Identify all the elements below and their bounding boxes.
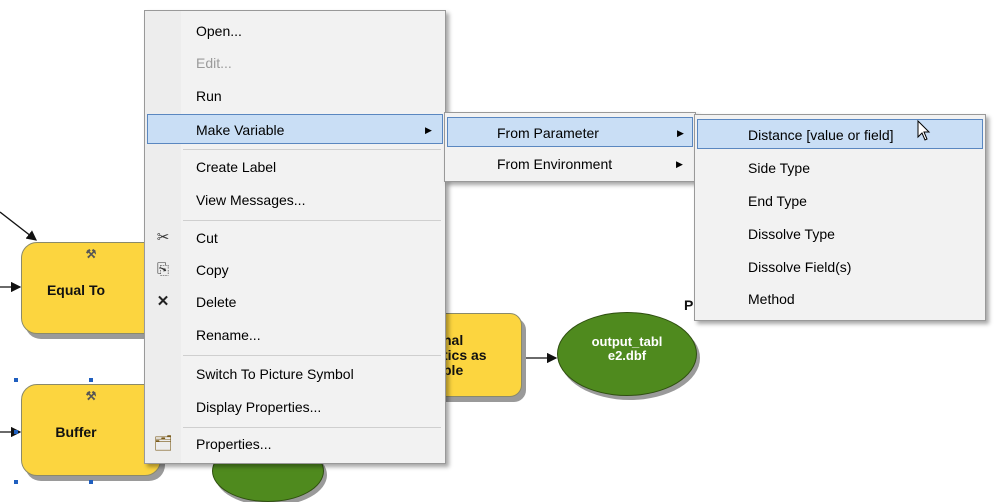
menu-item-label: From Environment xyxy=(497,156,613,172)
menu-item-label: Switch To Picture Symbol xyxy=(196,366,354,382)
menu-item-dissolve-fields[interactable]: Dissolve Field(s) xyxy=(697,252,983,282)
menu-item-dissolve-type[interactable]: Dissolve Type xyxy=(697,219,983,249)
menu-separator xyxy=(183,355,441,356)
menu-item-label: Distance [value or field] xyxy=(748,127,894,143)
menu-item-label: Run xyxy=(196,88,222,104)
menu-item-copy[interactable]: ⎘ Copy xyxy=(147,255,443,285)
menu-item-label: Rename... xyxy=(196,327,261,343)
fragment-label: P xyxy=(684,297,694,313)
menu-item-label: View Messages... xyxy=(196,192,306,208)
menu-item-properties[interactable]: 🗂 Properties... xyxy=(147,429,443,459)
menu-item-display-properties[interactable]: Display Properties... xyxy=(147,392,443,422)
menu-item-side-type[interactable]: Side Type xyxy=(697,153,983,183)
menu-item-label: Create Label xyxy=(196,159,277,175)
properties-icon: 🗂 xyxy=(153,435,173,452)
equal-to-tool-label: Equal To xyxy=(46,282,106,298)
parameter-submenu: Distance [value or field] Side Type End … xyxy=(694,114,986,321)
selection-handle[interactable] xyxy=(14,378,18,382)
copy-icon: ⎘ xyxy=(156,261,169,278)
menu-item-cut[interactable]: ✂ Cut xyxy=(147,223,443,253)
selection-handle[interactable] xyxy=(89,480,93,484)
menu-item-create-label[interactable]: Create Label xyxy=(147,152,443,182)
selection-handle[interactable] xyxy=(14,480,18,484)
menu-item-from-environment[interactable]: From Environment ▶ xyxy=(447,149,693,179)
mouse-cursor-icon xyxy=(917,120,931,141)
submenu-arrow-icon: ▶ xyxy=(425,125,432,135)
selection-handle[interactable] xyxy=(89,378,93,382)
menu-item-make-variable[interactable]: Make Variable ▶ xyxy=(147,114,443,144)
menu-separator xyxy=(183,149,441,150)
menu-item-from-parameter[interactable]: From Parameter ▶ xyxy=(447,117,693,147)
output-table-label: output_tabl e2.dbf xyxy=(591,334,663,363)
menu-item-run[interactable]: Run xyxy=(147,81,443,111)
menu-item-distance[interactable]: Distance [value or field] xyxy=(697,119,983,149)
menu-item-label: Dissolve Type xyxy=(748,226,835,242)
selection-handle[interactable] xyxy=(14,430,18,434)
statistics-tool-label: nal tics as ble xyxy=(443,331,487,378)
hammer-icon: ⚒ xyxy=(85,389,97,403)
make-variable-submenu: From Parameter ▶ From Environment ▶ xyxy=(444,112,696,182)
menu-item-end-type[interactable]: End Type xyxy=(697,186,983,216)
buffer-tool-label: Buffer xyxy=(55,424,97,440)
menu-item-view-messages[interactable]: View Messages... xyxy=(147,185,443,215)
menu-item-label: Cut xyxy=(196,230,218,246)
scissors-icon: ✂ xyxy=(156,229,170,246)
menu-item-edit[interactable]: Edit... xyxy=(147,48,443,78)
menu-item-label: Make Variable xyxy=(196,122,285,138)
menu-item-rename[interactable]: Rename... xyxy=(147,320,443,350)
menu-separator xyxy=(183,220,441,221)
menu-item-label: Properties... xyxy=(196,436,272,452)
menu-item-open[interactable]: Open... xyxy=(147,16,443,46)
output-table-oval[interactable]: output_tabl e2.dbf xyxy=(557,312,697,396)
menu-item-label: Delete xyxy=(196,294,237,310)
menu-item-label: Side Type xyxy=(748,160,811,176)
hammer-icon: ⚒ xyxy=(85,247,97,261)
submenu-arrow-icon: ▶ xyxy=(676,159,683,169)
menu-item-label: Dissolve Field(s) xyxy=(748,259,852,275)
menu-item-label: From Parameter xyxy=(497,125,599,141)
menu-item-label: Method xyxy=(748,291,795,307)
context-menu: Open... Edit... Run Make Variable ▶ Crea… xyxy=(144,10,446,464)
menu-item-label: Copy xyxy=(196,262,229,278)
menu-icon-strip xyxy=(145,11,181,463)
menu-item-label: End Type xyxy=(748,193,807,209)
menu-item-label: Edit... xyxy=(196,55,232,71)
menu-item-method[interactable]: Method xyxy=(697,284,983,314)
menu-item-delete[interactable]: ✕ Delete xyxy=(147,287,443,317)
delete-x-icon: ✕ xyxy=(156,293,170,310)
menu-separator xyxy=(183,427,441,428)
menu-item-label: Open... xyxy=(196,23,242,39)
menu-item-label: Display Properties... xyxy=(196,399,322,415)
equal-to-tool[interactable]: ⚒ Equal To xyxy=(21,242,161,334)
buffer-tool[interactable]: ⚒ Buffer xyxy=(21,384,161,476)
menu-item-switch-picture-symbol[interactable]: Switch To Picture Symbol xyxy=(147,359,443,389)
submenu-arrow-icon: ▶ xyxy=(677,128,684,138)
